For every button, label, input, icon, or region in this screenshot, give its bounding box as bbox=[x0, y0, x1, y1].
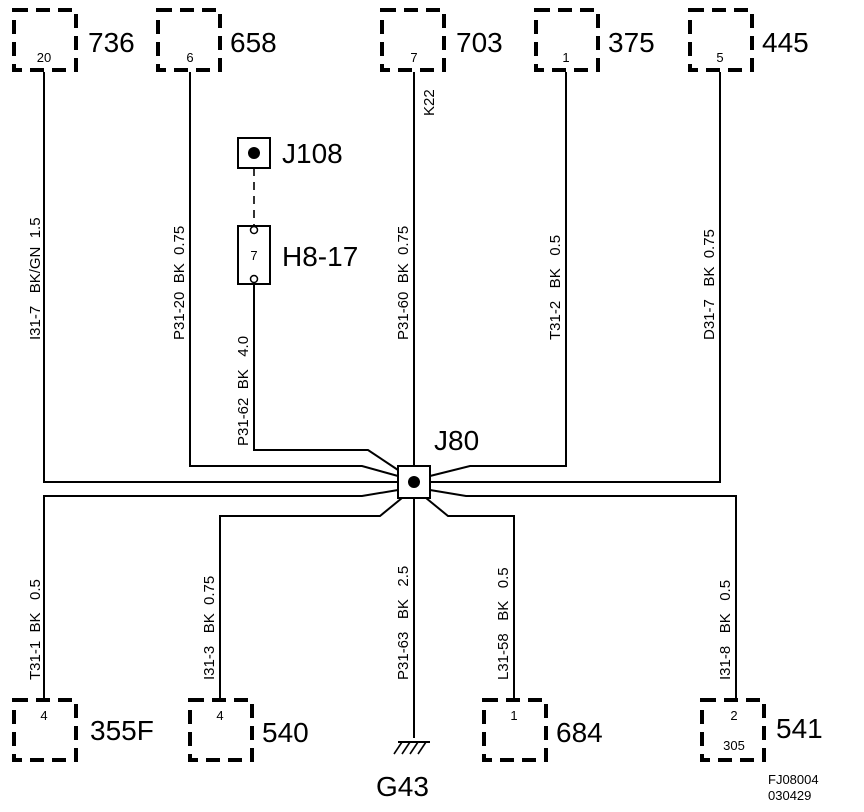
fuse-label: H8-17 bbox=[282, 241, 358, 272]
wire-label-l31-58: L31-58 BK 0.5 bbox=[495, 567, 512, 680]
connector-736: 20 736 bbox=[12, 8, 135, 72]
connector-375: 1 375 bbox=[534, 8, 655, 72]
splice-j80-label: J80 bbox=[434, 425, 479, 456]
connector-658-pin: 6 bbox=[186, 50, 193, 65]
wire-label-p31-62: P31-62 BK 4.0 bbox=[235, 336, 252, 446]
wire-label-i31-7: I31-7 BK/GN 1.5 bbox=[27, 217, 44, 340]
wire-label-t31-2: T31-2 BK 0.5 bbox=[547, 235, 564, 340]
wire-i31-3 bbox=[219, 497, 403, 700]
connector-703: 7 703 bbox=[380, 8, 503, 72]
connector-541-pin2: 305 bbox=[723, 738, 745, 753]
wire-label-k22: K22 bbox=[421, 89, 438, 116]
connector-736-pin: 20 bbox=[37, 50, 51, 65]
connector-736-label: 736 bbox=[88, 27, 135, 58]
j108-box bbox=[237, 137, 271, 169]
connector-540-label: 540 bbox=[262, 717, 309, 748]
j108-label: J108 bbox=[282, 138, 343, 169]
wire-label-p31-60: P31-60 BK 0.75 bbox=[395, 226, 412, 340]
connector-355f: 4 355F bbox=[12, 698, 154, 762]
wire-d31-7 bbox=[430, 72, 721, 483]
wire-t31-1 bbox=[43, 489, 399, 700]
wire-p31-20 bbox=[189, 72, 399, 477]
connector-703-label: 703 bbox=[456, 27, 503, 58]
connector-541-label: 541 bbox=[776, 713, 823, 744]
connector-703-pin: 7 bbox=[410, 50, 417, 65]
connector-684: 1 684 bbox=[482, 698, 603, 762]
wire-i31-7 bbox=[43, 72, 398, 483]
connector-541: 2 305 541 bbox=[700, 698, 823, 762]
connector-445-pin: 5 bbox=[716, 50, 723, 65]
wire-label-p31-63: P31-63 BK 2.5 bbox=[395, 566, 412, 680]
connector-445-label: 445 bbox=[762, 27, 809, 58]
fuse-top-terminal bbox=[249, 225, 259, 235]
wire-label-t31-1: T31-1 BK 0.5 bbox=[27, 579, 44, 680]
connector-375-label: 375 bbox=[608, 27, 655, 58]
wire-t31-2 bbox=[429, 72, 567, 477]
connector-684-pin: 1 bbox=[510, 708, 517, 723]
wire-p31-62 bbox=[253, 284, 399, 471]
splice-j80-dot bbox=[408, 476, 420, 488]
connector-445: 5 445 bbox=[688, 8, 809, 72]
connector-355f-label: 355F bbox=[90, 715, 154, 746]
j108-dot bbox=[248, 147, 260, 159]
connector-684-label: 684 bbox=[556, 717, 603, 748]
fuse-h8-17-box bbox=[237, 225, 271, 285]
wire-label-i31-8: I31-8 BK 0.5 bbox=[717, 580, 734, 680]
wire-label-p31-20: P31-20 BK 0.75 bbox=[171, 226, 188, 340]
footer-code: FJ08004 bbox=[768, 772, 819, 787]
connector-541-pin: 2 bbox=[730, 708, 737, 723]
connector-375-pin: 1 bbox=[562, 50, 569, 65]
fuse-pin: 7 bbox=[250, 248, 257, 263]
footer-date: 030429 bbox=[768, 788, 811, 803]
wire-label-i31-3: I31-3 BK 0.75 bbox=[201, 576, 218, 680]
ground-label: G43 bbox=[376, 771, 429, 802]
connector-658: 6 658 bbox=[156, 8, 277, 72]
wire-l31-58 bbox=[425, 497, 515, 700]
connector-540: 4 540 bbox=[188, 698, 309, 762]
ground-symbol bbox=[393, 741, 430, 755]
fuse-bottom-terminal bbox=[249, 274, 259, 284]
wire-i31-8 bbox=[429, 489, 737, 700]
connector-540-pin: 4 bbox=[216, 708, 223, 723]
connector-658-label: 658 bbox=[230, 27, 277, 58]
connector-355f-pin: 4 bbox=[40, 708, 47, 723]
wire-label-d31-7: D31-7 BK 0.75 bbox=[701, 229, 718, 340]
